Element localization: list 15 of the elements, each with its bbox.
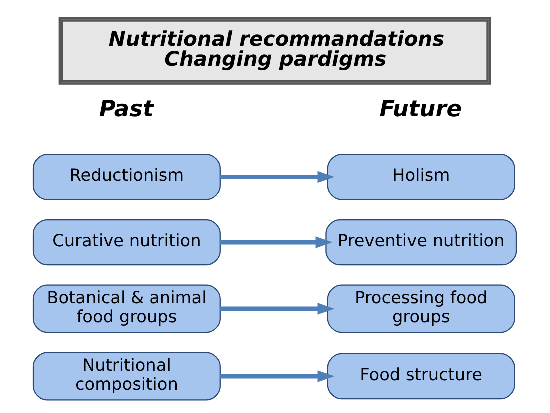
label: Future — [380, 96, 462, 122]
node-box: Preventive nutrition — [326, 219, 518, 266]
node-box: Nutritional composition — [32, 352, 221, 401]
node-box: Food structure — [327, 353, 516, 400]
label: Past — [99, 96, 154, 122]
node-box: Curative nutrition — [32, 219, 221, 266]
node-box: Reductionism — [32, 154, 221, 200]
node-box: Holism — [327, 154, 516, 200]
arrow — [220, 303, 335, 315]
arrow — [220, 236, 333, 248]
node-box: Processing food groups — [327, 284, 516, 334]
node-box: Botanical & animal food groups — [32, 284, 221, 334]
arrow — [220, 370, 335, 382]
diagram-title: Nutritional recommandations Changing pardigms — [108, 26, 445, 72]
arrow — [220, 171, 335, 184]
